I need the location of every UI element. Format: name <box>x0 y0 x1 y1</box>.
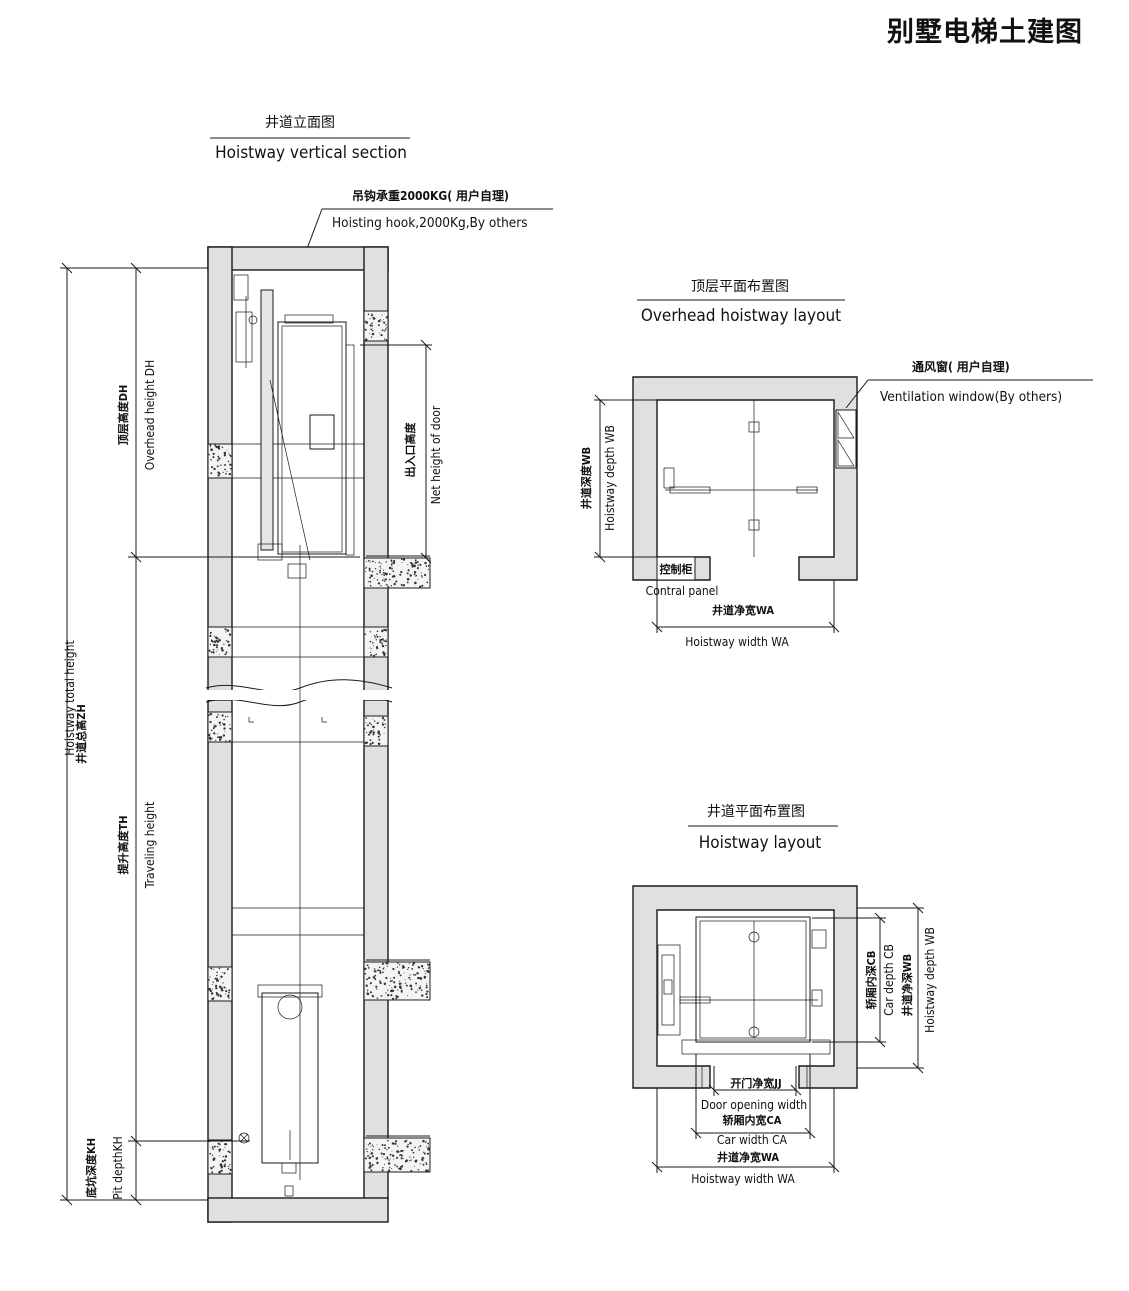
overhead-layout-title-en: Overhead hoistway layout <box>641 306 841 326</box>
hoistway-layout-title-en: Hoistway layout <box>699 833 822 853</box>
overhead-height-label-en: Overhead height DH <box>143 360 157 470</box>
hoistway-depth-label-cn: 井道净深WB <box>900 954 914 1016</box>
door-width-label-cn: 开门净宽JJ <box>730 1076 781 1090</box>
vertical-section-title-en: Hoistway vertical section <box>215 143 407 163</box>
hoistway-layout: 井道平面布置图 Hoistway layout 轿厢内深CB <box>632 804 937 1186</box>
overhead-width-label-cn: 井道净宽WA <box>712 603 774 617</box>
door-height-label-cn: 出入口高度 <box>403 422 417 478</box>
vent-label-cn: 通风窗( 用户自理) <box>912 359 1010 374</box>
vertical-section: 井道立面图 Hoistway vertical section 吊钩承重2000… <box>60 115 553 1223</box>
pit-depth-label-en: Pit depthKH <box>111 1136 125 1200</box>
overhead-width-label-en: Hoistway width WA <box>685 635 789 649</box>
hoistway-width-label-cn: 井道净宽WA <box>717 1150 779 1164</box>
ventilation-window-icon <box>835 409 857 469</box>
car-width-label-cn: 轿厢内宽CA <box>723 1113 782 1127</box>
door-width-label-en: Door opening width <box>701 1098 807 1112</box>
overhead-depth-label-cn: 井道深度WB <box>579 447 593 509</box>
hook-label-cn: 吊钩承重2000KG( 用户自理) <box>352 188 509 203</box>
car-depth-label-cn: 轿厢内深CB <box>864 951 878 1010</box>
overhead-height-label-cn: 顶层高度DH <box>116 385 130 446</box>
control-panel-label-cn: 控制柜 <box>660 562 693 576</box>
control-panel-label-en: Contral panel <box>646 584 719 598</box>
door-height-label-en: Net height of door <box>429 405 443 504</box>
overhead-layout-title-cn: 顶层平面布置图 <box>691 279 789 295</box>
overhead-depth-label-en: Hoistway depth WB <box>603 425 617 531</box>
vertical-section-title-cn: 井道立面图 <box>265 115 335 131</box>
page-title: 别墅电梯土建图 <box>887 17 1083 48</box>
total-height-label-en: Hoistway total height <box>63 640 77 755</box>
vent-label-en: Ventilation window(By others) <box>880 389 1062 405</box>
hoistway-width-label-en: Hoistway width WA <box>691 1172 795 1186</box>
car-depth-label-en: Car depth CB <box>882 944 896 1016</box>
car-width-label-en: Car width CA <box>717 1133 788 1147</box>
hoistway-depth-label-en: Hoistway depth WB <box>923 927 937 1033</box>
pit-depth-label-cn: 底坑深度KH <box>84 1138 98 1198</box>
overhead-layout: 顶层平面布置图 Overhead hoistway layout 通风窗( 用户… <box>579 279 1093 649</box>
travel-height-label-en: Traveling height <box>143 802 157 889</box>
total-height-label-cn: 井道总高ZH <box>74 704 88 763</box>
hoistway-layout-title-cn: 井道平面布置图 <box>707 804 805 820</box>
travel-height-label-cn: 提升高度TH <box>116 815 130 874</box>
hook-label-en: Hoisting hook,2000Kg,By others <box>332 215 528 231</box>
